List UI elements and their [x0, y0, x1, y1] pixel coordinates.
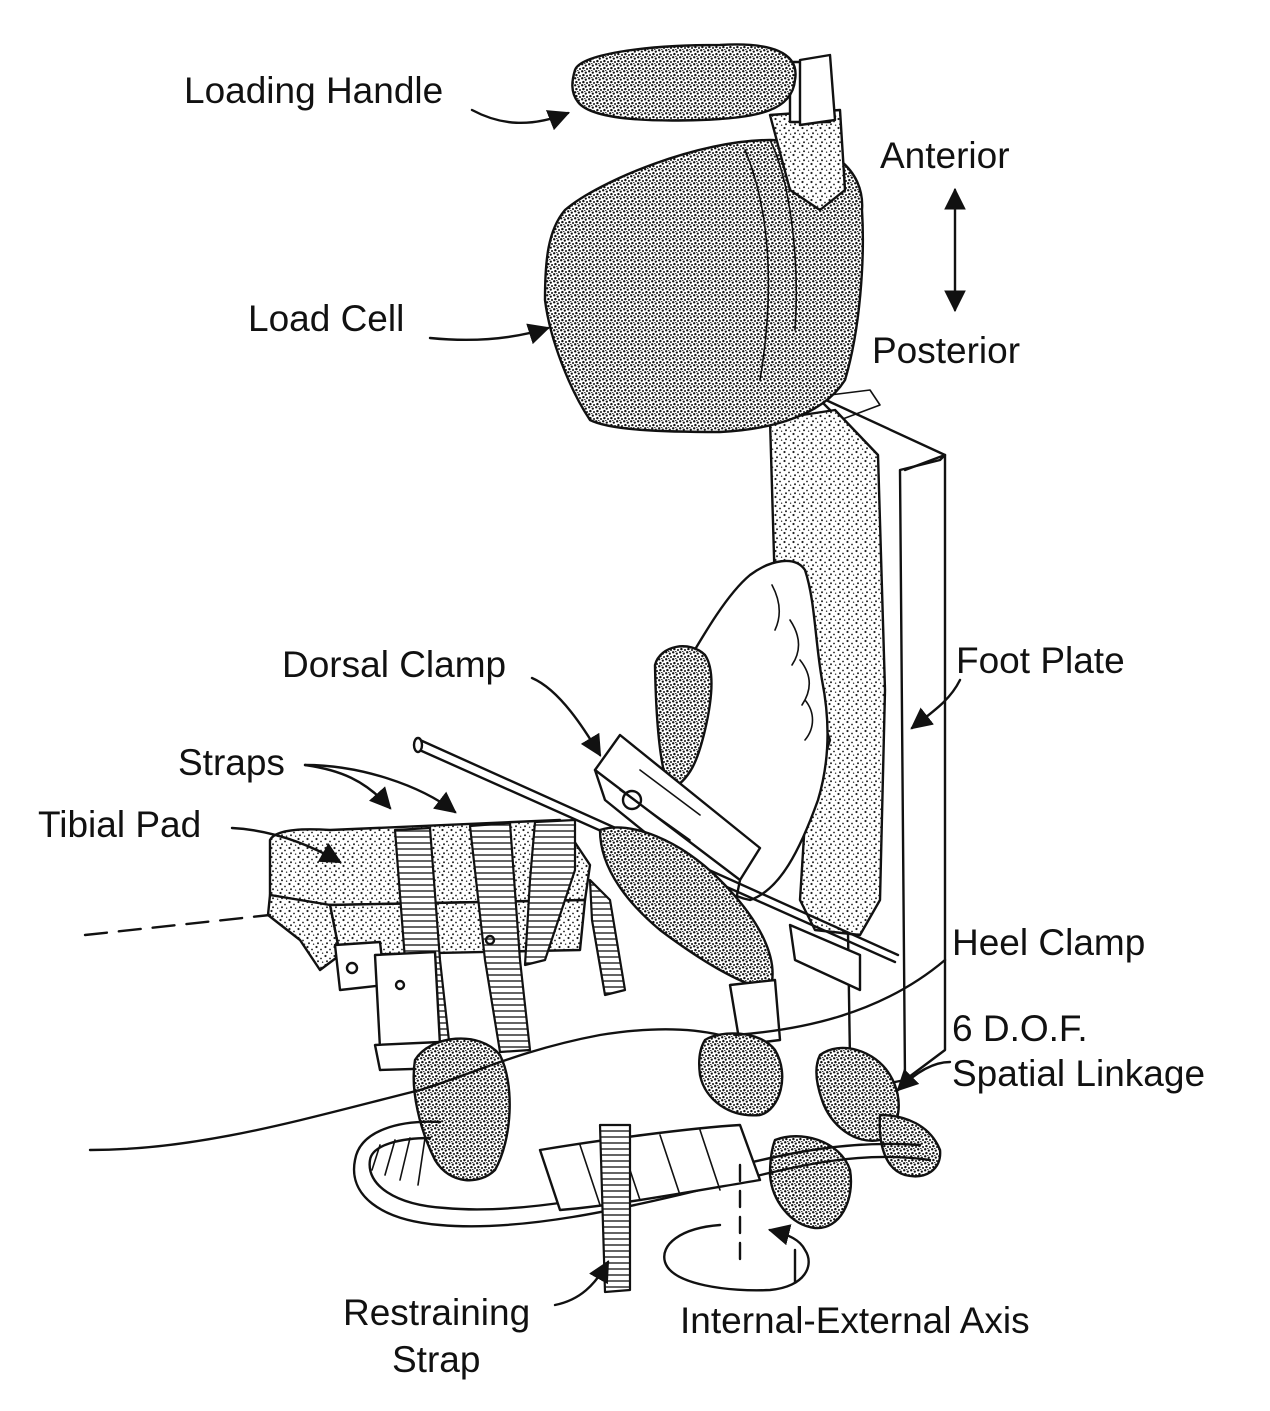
linkage-joint-left — [412, 1037, 511, 1182]
leader-lines — [230, 108, 962, 1307]
internal-external-axis — [663, 1163, 810, 1292]
label-ie-axis: Internal-External Axis — [680, 1300, 1030, 1341]
label-posterior: Posterior — [872, 330, 1020, 371]
label-dof-line2: Spatial Linkage — [952, 1053, 1205, 1094]
label-restraining-line2: Strap — [392, 1339, 480, 1380]
label-dorsal-clamp: Dorsal Clamp — [282, 644, 506, 685]
loading-handle — [571, 43, 837, 127]
label-restraining-line1: Restraining — [343, 1292, 530, 1333]
label-foot-plate: Foot Plate — [956, 640, 1125, 681]
foot-plate-leader — [910, 678, 962, 730]
label-straps: Straps — [178, 742, 285, 783]
leg-outline-lower — [88, 1028, 722, 1152]
straps-leader-1 — [303, 763, 392, 810]
label-dof-line1: 6 D.O.F. — [952, 1008, 1088, 1049]
spatial-linkage-arm — [352, 1120, 932, 1228]
heel-clamp-wire — [733, 958, 947, 1037]
tibial-pad-leader — [230, 826, 342, 864]
heel-clamp — [598, 826, 862, 1117]
restraining-strap-leader — [553, 1260, 610, 1307]
load-cell-leader — [428, 323, 551, 345]
leg-outline-upper — [83, 913, 272, 937]
tibial-pad-bracket — [333, 934, 496, 1072]
label-heel-clamp: Heel Clamp — [952, 922, 1145, 963]
dorsal-clamp-leader — [530, 676, 602, 757]
dof-linkage-leader — [896, 1060, 952, 1092]
straps-leader-2 — [303, 763, 457, 814]
label-load-cell: Load Cell — [248, 298, 404, 339]
label-tibial-pad: Tibial Pad — [38, 804, 201, 845]
label-anterior: Anterior — [880, 135, 1010, 176]
loading-handle-leader — [470, 108, 571, 131]
restraining-strap — [598, 1123, 632, 1294]
labels: Loading Handle Anterior Posterior Load C… — [38, 70, 1205, 1380]
apparatus-illustration — [83, 43, 947, 1294]
label-loading-handle: Loading Handle — [184, 70, 443, 111]
dorsal-clamp-strap — [653, 645, 713, 792]
